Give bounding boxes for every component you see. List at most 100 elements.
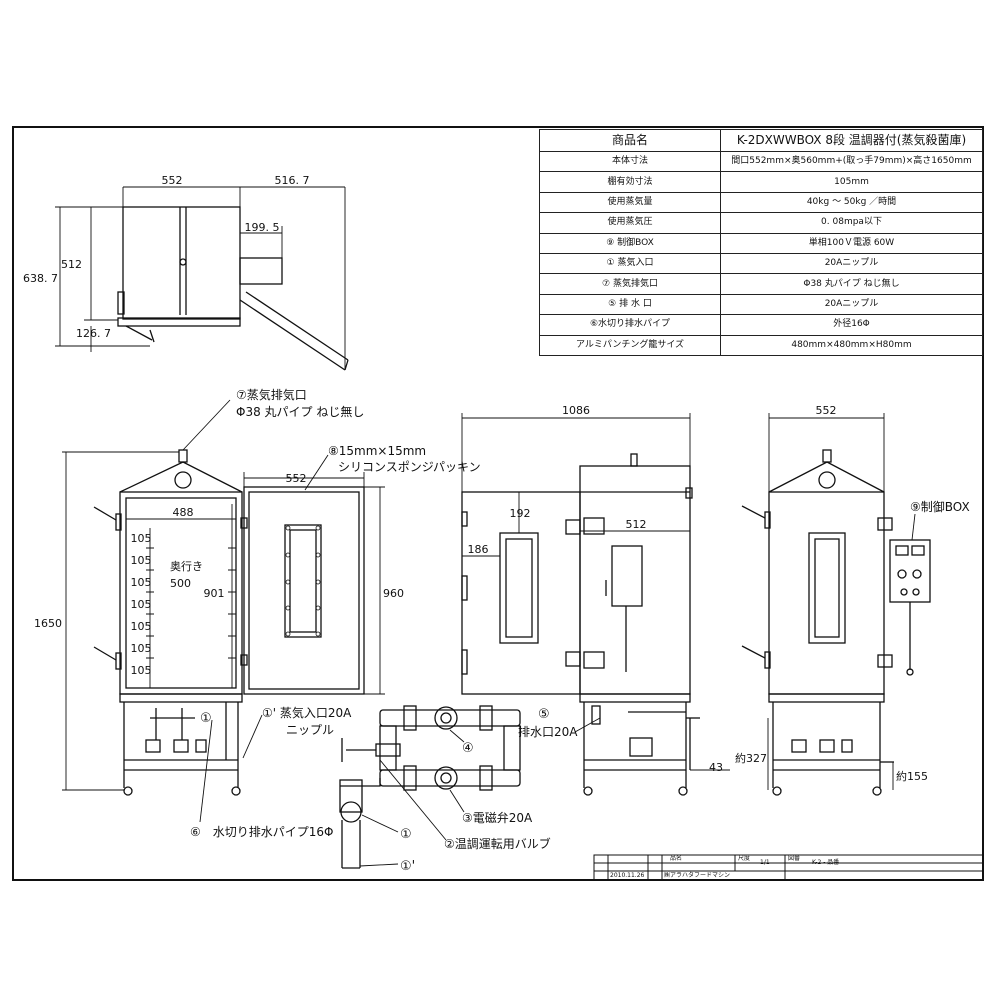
spec-key: ⑥水切り排水パイプ [539, 314, 721, 336]
depth-value: 500 [170, 577, 191, 590]
spec-value: 105mm [720, 171, 983, 193]
side-view [461, 413, 730, 796]
tb-name-label: 品名 [670, 855, 683, 862]
spec-header-value: K-2DXWWBOX 8段 温調器付(蒸気殺菌庫) [720, 129, 983, 152]
spec-key: 本体寸法 [539, 150, 721, 173]
spec-key: 使用蒸気量 [539, 191, 721, 214]
solenoid-label: ③電磁弁20A [462, 810, 533, 825]
dim-shelf-pitch-3: 105 [131, 576, 152, 589]
spec-key: ⑨ 制御BOX [539, 232, 721, 254]
spec-value: 0. 08mpa以下 [720, 212, 983, 234]
dim-side-width: 1086 [562, 404, 590, 417]
dim-top-offset: 126. 7 [76, 327, 111, 340]
c4-leader [449, 729, 465, 743]
door-view [243, 472, 385, 695]
piping-detail [339, 705, 521, 869]
control-box-label: ⑨制御BOX [910, 499, 970, 514]
spec-row: 本体寸法間口552mm×奥560mm+(取っ手79mm)×高さ1650mm [539, 150, 983, 173]
spec-value: 20Aニップル [720, 293, 983, 316]
valve-leader [379, 759, 447, 841]
dim-door-height: 960 [383, 587, 404, 600]
dim-door-width: 552 [286, 472, 307, 485]
drawing-border [12, 126, 984, 881]
circle-1-pipe: ① [400, 827, 412, 842]
dim-top-width: 552 [162, 174, 183, 187]
valve-label: ②温調運転用バルブ [444, 836, 551, 851]
exhaust-title: ⑦蒸気排気口 [236, 387, 307, 402]
title-block-lines [593, 854, 984, 881]
dim-front-height: 1650 [34, 617, 62, 630]
circle-1-front: ① [200, 711, 212, 726]
drain-pipe-label: ⑥ 水切り排水パイプ16Φ [190, 825, 333, 839]
dim-shelf-pitch-6: 105 [131, 642, 152, 655]
spec-header-row: 商品名 K-2DXWWBOX 8段 温調器付(蒸気殺菌庫) [539, 129, 983, 152]
spec-key: 棚有効寸法 [539, 171, 721, 193]
tb-scale: 1/1 [760, 859, 770, 866]
c1-leader [361, 814, 399, 833]
exhaust-leader [182, 399, 231, 451]
spec-key: ① 蒸気入口 [539, 252, 721, 275]
depth-label: 奥行き [170, 559, 203, 573]
dim-shelf-pitch-2: 105 [131, 554, 152, 567]
spec-key: ⑤ 排 水 口 [539, 293, 721, 316]
tb-company: ㈱アラハタフードマシン [664, 872, 730, 879]
inlet-spec: ニップル [286, 723, 334, 737]
spec-key: 使用蒸気圧 [539, 212, 721, 234]
dim-side-depth: 512 [626, 518, 647, 531]
tb-scale-label: 尺度 [738, 855, 751, 862]
c1p-leader [359, 863, 399, 867]
inlet-title: ①' 蒸気入口20A [262, 705, 352, 720]
dim-rear-height-1: 約327 [735, 751, 767, 765]
rear-view [741, 413, 931, 796]
drain-outlet-label: 排水口20A [518, 725, 578, 739]
drain-outlet-leader [574, 717, 601, 733]
dim-rear-width: 552 [816, 404, 837, 417]
tb-date: 2010.11.26 [610, 872, 645, 879]
dim-rear-height-2: 約155 [896, 769, 928, 783]
dim-inner-height: 901 [204, 587, 225, 600]
circle-1p-pipe: ①' [400, 859, 415, 874]
gasket-spec: シリコンスポンジパッキン [338, 460, 481, 474]
spec-row: ⑥水切り排水パイプ外径16Φ [539, 314, 983, 336]
spec-header-key: 商品名 [539, 129, 721, 152]
dim-top-door: 516. 7 [275, 174, 310, 187]
dim-shelf-pitch-5: 105 [131, 620, 152, 633]
spec-value: 外径16Φ [720, 314, 983, 336]
top-view [55, 186, 349, 371]
spec-value: 間口552mm×奥560mm+(取っ手79mm)×高さ1650mm [720, 150, 983, 173]
exhaust-spec: Φ38 丸パイプ ねじ無し [236, 404, 364, 419]
spec-key: アルミパンチング籠サイズ [539, 334, 721, 356]
tb-drawing-no-label: 図番 [788, 855, 801, 862]
dim-shelf-pitch-4: 105 [131, 598, 152, 611]
spec-value: 480mm×480mm×H80mm [720, 334, 983, 356]
control-box-leader [911, 513, 916, 541]
drain-outlet-num: ⑤ [538, 707, 550, 722]
spec-table: 商品名 K-2DXWWBOX 8段 温調器付(蒸気殺菌庫) 本体寸法間口552m… [539, 129, 983, 356]
circle-4: ④ [462, 741, 474, 756]
tb-drawing-no: K-2 - 品番 [812, 859, 840, 866]
title-block: 品名 尺度 1/1 図番 K-2 - 品番 2010.11.26 ㈱アラハタフー… [594, 855, 983, 881]
gasket-title: ⑧15mm×15mm [328, 444, 426, 458]
shelf-ticks [146, 547, 236, 659]
drain-pipe-leader [199, 719, 213, 823]
dim-top-total: 638. 7 [23, 272, 58, 285]
dim-drain-offset: 43 [709, 761, 723, 774]
spec-value: 単相100Ｖ電源 60W [720, 232, 983, 254]
spec-key: ⑦ 蒸気排気口 [539, 273, 721, 295]
door-window-bolts [285, 525, 321, 637]
spec-value: 40kg ～ 50kg ／時間 [720, 191, 983, 214]
dim-window-top: 192 [510, 507, 531, 520]
inlet-leader [242, 714, 263, 759]
dim-top-handle: 199. 5 [245, 221, 280, 234]
spec-value: Φ38 丸パイプ ねじ無し [720, 273, 983, 295]
dim-inner-width: 488 [173, 506, 194, 519]
